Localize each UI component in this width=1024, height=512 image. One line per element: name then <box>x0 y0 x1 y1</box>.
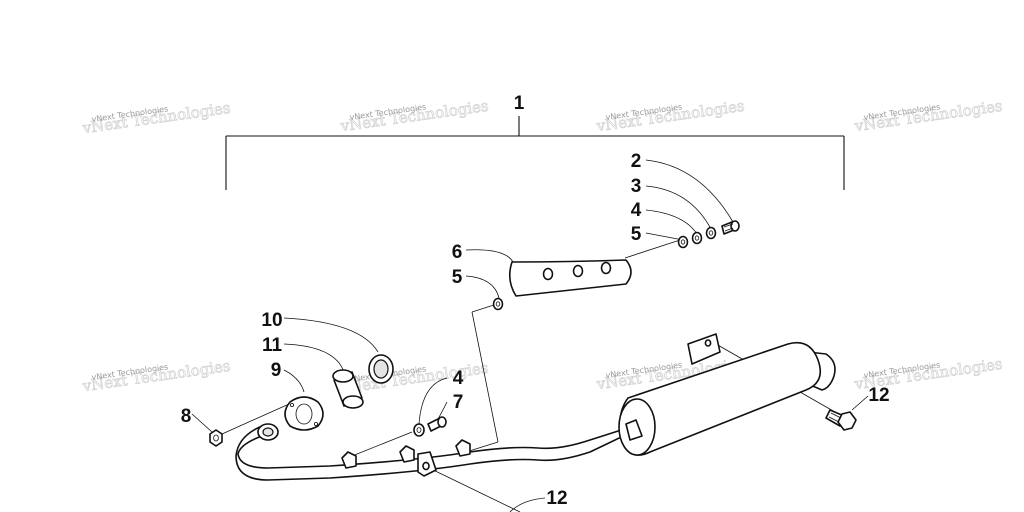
head-pipe <box>235 423 641 481</box>
leader-11 <box>283 343 345 373</box>
callout-4: 4 <box>453 368 464 389</box>
assembly-bracket <box>225 116 845 190</box>
callout-1: 1 <box>514 93 525 114</box>
callout-8: 8 <box>181 406 192 427</box>
washer-5b <box>492 297 504 311</box>
callout-10: 10 <box>261 310 282 331</box>
leader-12a <box>851 395 869 411</box>
watermark-group: vNext Technologies vNext Technologies vN… <box>80 96 1004 398</box>
leader-8 <box>191 413 213 433</box>
callout-6: 6 <box>452 242 463 263</box>
callout-5: 5 <box>631 224 642 245</box>
leader-10 <box>283 317 379 353</box>
leader-5b <box>465 275 500 299</box>
bolt-2 <box>721 220 740 235</box>
leader-6 <box>465 249 514 263</box>
leader-4b <box>418 377 448 425</box>
sleeve <box>332 369 364 409</box>
heat-shield <box>508 259 632 297</box>
leader-2 <box>645 159 734 223</box>
gasket-ring <box>368 354 394 384</box>
leader-5a <box>645 232 684 241</box>
washer-4a <box>691 231 703 245</box>
callout-labels: 1 2 3 4 5 6 5 10 11 9 4 7 8 12 12 <box>181 93 890 509</box>
washer-3 <box>705 226 717 240</box>
nut-8 <box>209 429 223 447</box>
callout-12: 12 <box>546 488 567 509</box>
hardware-stack <box>492 220 740 311</box>
callout-3: 3 <box>631 176 642 197</box>
leader-7 <box>437 401 448 420</box>
callout-4: 4 <box>631 200 642 221</box>
guide-lines <box>221 239 836 512</box>
leader-lines <box>191 159 869 512</box>
bolt-12a <box>825 409 857 431</box>
callout-7: 7 <box>453 392 464 413</box>
washer-4b <box>413 423 425 437</box>
muffler <box>618 333 836 456</box>
leader-4a <box>645 209 698 235</box>
callout-5: 5 <box>452 267 463 288</box>
callout-9: 9 <box>271 360 282 381</box>
callout-11: 11 <box>262 335 283 356</box>
flange <box>284 396 324 431</box>
bolt-7 <box>427 416 447 432</box>
leader-9 <box>283 369 305 393</box>
leader-12b <box>509 497 546 512</box>
callout-12: 12 <box>868 385 889 406</box>
callout-2: 2 <box>631 151 642 172</box>
leader-3 <box>645 185 712 230</box>
washer-5a <box>677 235 689 249</box>
